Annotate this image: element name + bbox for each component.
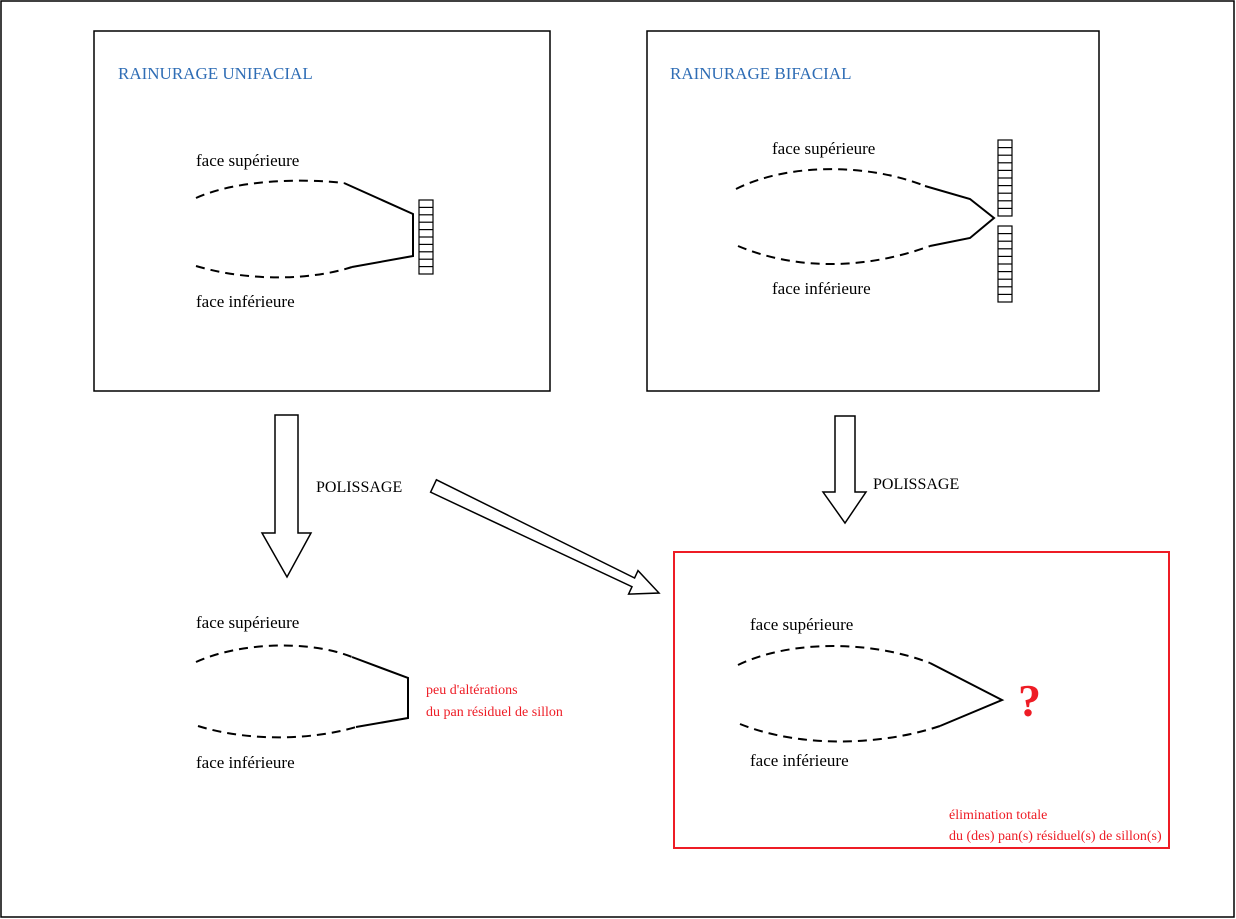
abrasive-tool-upper-icon [997,139,1013,217]
upper-face-dashed-outline [195,179,345,199]
result-bifacial-lower-label: face inférieure [750,751,849,770]
lower-face-dashed-outline [737,245,931,266]
result-unifacial-lower-label: face inférieure [196,753,295,772]
result-bifacial-frame [673,551,1170,849]
panel-unifacial-upper-label: face supérieure [196,151,299,170]
polishing-arrow-down-right [821,415,868,525]
result-unifacial-note-line2: du pan résiduel de sillon [426,705,563,720]
result-bifacial: face supérieure face inférieure ? élimin… [673,551,1170,849]
panel-unifacial-frame [93,30,551,392]
panel-bifacial: RAINURAGE BIFACIAL face supérieure face … [646,30,1100,392]
polished-edge-outline [929,662,1005,727]
upper-face-dashed-outline [195,644,353,663]
lower-face-dashed-outline [739,723,941,743]
abrasive-tool-lower-icon [997,225,1013,303]
panel-unifacial-lower-label: face inférieure [196,292,295,311]
polishing-label-right: POLISSAGE [873,476,959,493]
upper-face-dashed-outline [735,168,926,190]
groove-residual-facet [343,182,414,268]
panel-unifacial: RAINURAGE UNIFACIAL face supérieure face… [93,30,551,392]
panel-bifacial-upper-label: face supérieure [772,139,875,158]
polishing-label-left: POLISSAGE [316,479,402,496]
polishing-arrow-diagonal [429,478,661,595]
result-bifacial-note-line1: élimination totale [949,808,1047,823]
panel-bifacial-title: RAINURAGE BIFACIAL [670,64,852,83]
polishing-arrow-down-left [260,414,313,579]
groove-residual-facet [351,656,409,728]
result-bifacial-note-line2: du (des) pan(s) résiduel(s) de sillon(s) [949,829,1162,844]
upper-face-dashed-outline [737,645,931,666]
panel-bifacial-lower-label: face inférieure [772,279,871,298]
panel-bifacial-frame [646,30,1100,392]
lower-face-dashed-outline [195,265,353,279]
abrasive-tool-icon [418,199,434,275]
lower-face-dashed-outline [197,725,357,739]
result-unifacial-upper-label: face supérieure [196,613,299,632]
result-unifacial-note-line1: peu d'altérations [426,683,518,698]
result-bifacial-upper-label: face supérieure [750,615,853,634]
question-mark-icon: ? [1018,675,1041,726]
bifacial-groove-facets [924,185,996,247]
panel-unifacial-title: RAINURAGE UNIFACIAL [118,64,313,83]
result-unifacial: face supérieure face inférieure peu d'al… [195,613,563,772]
